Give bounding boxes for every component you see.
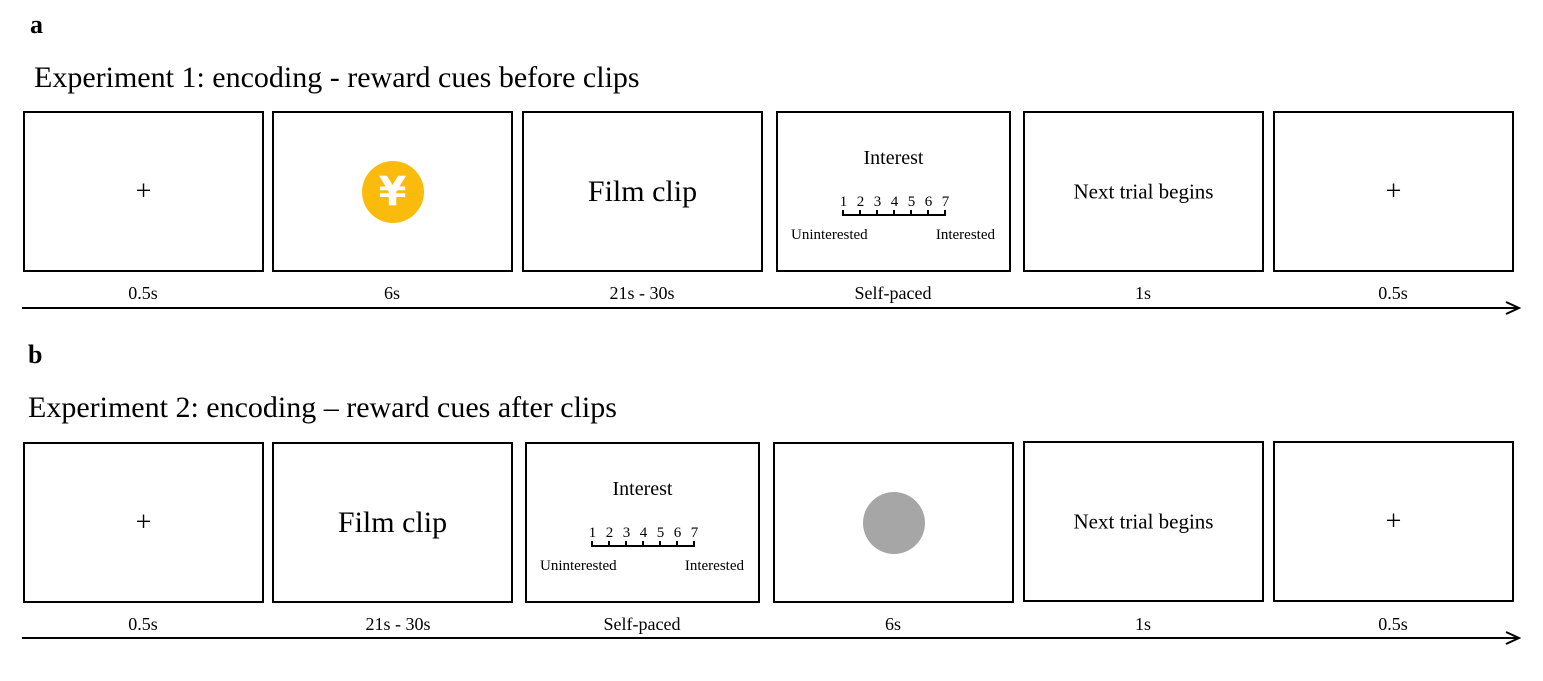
interest-rating-scale: Interest 1 2 3 4 5 6 7 Uninterested Inte… <box>778 113 1009 270</box>
next-trial-label: Next trial begins <box>1073 179 1214 203</box>
rating-tick <box>876 210 878 215</box>
panel-letter-b: b <box>28 340 43 369</box>
duration-label: 1s <box>1134 283 1151 303</box>
duration-label: 21s - 30s <box>609 283 675 303</box>
film-clip-label: Film clip <box>337 505 448 539</box>
rating-high-label: Interested <box>935 227 995 243</box>
screen-b-film-clip: Film clip <box>272 442 513 603</box>
rating-number: 2 <box>605 525 614 541</box>
rating-number: 1 <box>839 194 848 210</box>
grey-circle-icon <box>862 491 925 554</box>
rating-number: 6 <box>924 194 933 210</box>
rating-number: 1 <box>588 525 597 541</box>
rating-tick <box>642 541 644 546</box>
screen-a-reward-cue: ¥ <box>272 111 513 272</box>
screen-b-fixation: + <box>23 442 264 603</box>
interest-rating-scale: Interest 1 2 3 4 5 6 7 Uninterested Inte… <box>527 444 758 601</box>
rating-numbers: 1 2 3 4 5 6 7 <box>835 194 954 211</box>
rating-number: 3 <box>622 525 631 541</box>
experiment-2-title: Experiment 2: encoding – reward cues aft… <box>28 391 617 424</box>
yen-coin-icon: ¥ <box>361 160 424 223</box>
next-trial-label: Next trial begins <box>1073 509 1214 533</box>
screen-a-interest-rating: Interest 1 2 3 4 5 6 7 Uninterested Inte… <box>776 111 1011 272</box>
rating-number: 7 <box>941 194 950 210</box>
screen-a-fixation: + <box>23 111 264 272</box>
rating-scale-line <box>842 210 946 216</box>
duration-label: 6s <box>383 283 400 303</box>
rating-low-label: Uninterested <box>791 227 868 243</box>
fixation-cross: + <box>1385 505 1402 537</box>
rating-number: 5 <box>656 525 665 541</box>
rating-scale-line <box>591 541 695 547</box>
rating-number: 5 <box>907 194 916 210</box>
rating-tick <box>608 541 610 546</box>
duration-label: 0.5s <box>128 283 158 303</box>
screen-a-fixation-end: + <box>1273 111 1514 272</box>
rating-number: 7 <box>690 525 699 541</box>
duration-label: 0.5s <box>1378 283 1408 303</box>
duration-label: 0.5s <box>1378 614 1408 634</box>
timeline-arrow-a <box>22 301 1522 315</box>
duration-label: 0.5s <box>128 614 158 634</box>
screen-b-next-trial: Next trial begins <box>1023 441 1264 602</box>
rating-tick <box>893 210 895 215</box>
fixation-cross: + <box>1385 175 1402 207</box>
rating-number: 6 <box>673 525 682 541</box>
screen-a-next-trial: Next trial begins <box>1023 111 1264 272</box>
panel-letter-a: a <box>30 10 43 39</box>
rating-number: 3 <box>873 194 882 210</box>
rating-tick <box>659 541 661 546</box>
rating-number: 4 <box>639 525 648 541</box>
screen-b-fixation-end: + <box>1273 441 1514 602</box>
duration-label: 6s <box>884 614 901 634</box>
rating-tick <box>927 210 929 215</box>
duration-label: 1s <box>1134 614 1151 634</box>
duration-label: Self-paced <box>854 283 932 303</box>
rating-tick <box>859 210 861 215</box>
fixation-cross: + <box>135 506 152 538</box>
rating-number: 2 <box>856 194 865 210</box>
rating-tick <box>676 541 678 546</box>
fixation-cross: + <box>135 175 152 207</box>
screen-a-film-clip: Film clip <box>522 111 763 272</box>
duration-label: Self-paced <box>603 614 681 634</box>
experiment-1-title: Experiment 1: encoding - reward cues bef… <box>34 61 640 94</box>
rating-numbers: 1 2 3 4 5 6 7 <box>584 525 703 542</box>
rating-number: 4 <box>890 194 899 210</box>
rating-tick <box>625 541 627 546</box>
rating-title: Interest <box>612 478 673 500</box>
screen-b-interest-rating: Interest 1 2 3 4 5 6 7 Uninterested Inte… <box>525 442 760 603</box>
rating-title: Interest <box>863 147 924 169</box>
screen-b-reward-cue <box>773 442 1014 603</box>
rating-high-label: Interested <box>684 558 744 574</box>
rating-tick <box>910 210 912 215</box>
rating-low-label: Uninterested <box>540 558 617 574</box>
duration-label: 21s - 30s <box>365 614 431 634</box>
film-clip-label: Film clip <box>587 174 698 208</box>
timeline-arrow-b <box>22 631 1522 645</box>
